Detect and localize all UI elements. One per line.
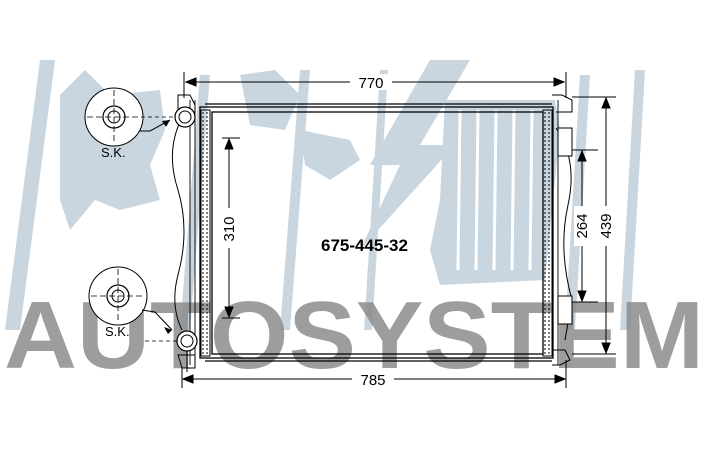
watermark-illustration <box>5 60 645 330</box>
core-outer-frame <box>199 106 554 359</box>
upper-connector-label: S.K. <box>101 145 126 160</box>
watermark-radiator-fins <box>456 109 534 271</box>
dim-bottom-width-bg <box>352 371 394 387</box>
lower-connector-label: S.K. <box>105 324 130 339</box>
part-number: 675-445-32 <box>321 236 408 255</box>
right-lower-lug <box>557 295 573 325</box>
dim-side-outer-height <box>572 96 616 355</box>
dim-side-inner-height-bg <box>574 206 590 246</box>
dim-core-height-bg <box>221 208 237 248</box>
upper-pipe-connector <box>174 106 196 128</box>
dim-side-outer-height-label: 439 <box>598 213 615 238</box>
right-upper-lug <box>557 127 573 157</box>
dim-side-outer-height-bg <box>598 206 614 246</box>
right-top-mount <box>552 94 573 113</box>
dim-top-width-bg <box>350 74 392 90</box>
dim-bottom-width-label: 785 <box>360 372 385 389</box>
lower-connector-detail <box>88 266 178 342</box>
left-tank <box>189 100 211 365</box>
dim-side-inner-height-label: 264 <box>574 213 591 238</box>
left-side-bracket <box>171 117 185 331</box>
left-bottom-mount <box>177 354 196 369</box>
right-bottom-mount <box>552 349 571 366</box>
upper-connector-detail <box>84 87 175 147</box>
dim-top-width-label: 770 <box>358 75 383 92</box>
dim-core-height-label: 310 <box>221 216 238 241</box>
